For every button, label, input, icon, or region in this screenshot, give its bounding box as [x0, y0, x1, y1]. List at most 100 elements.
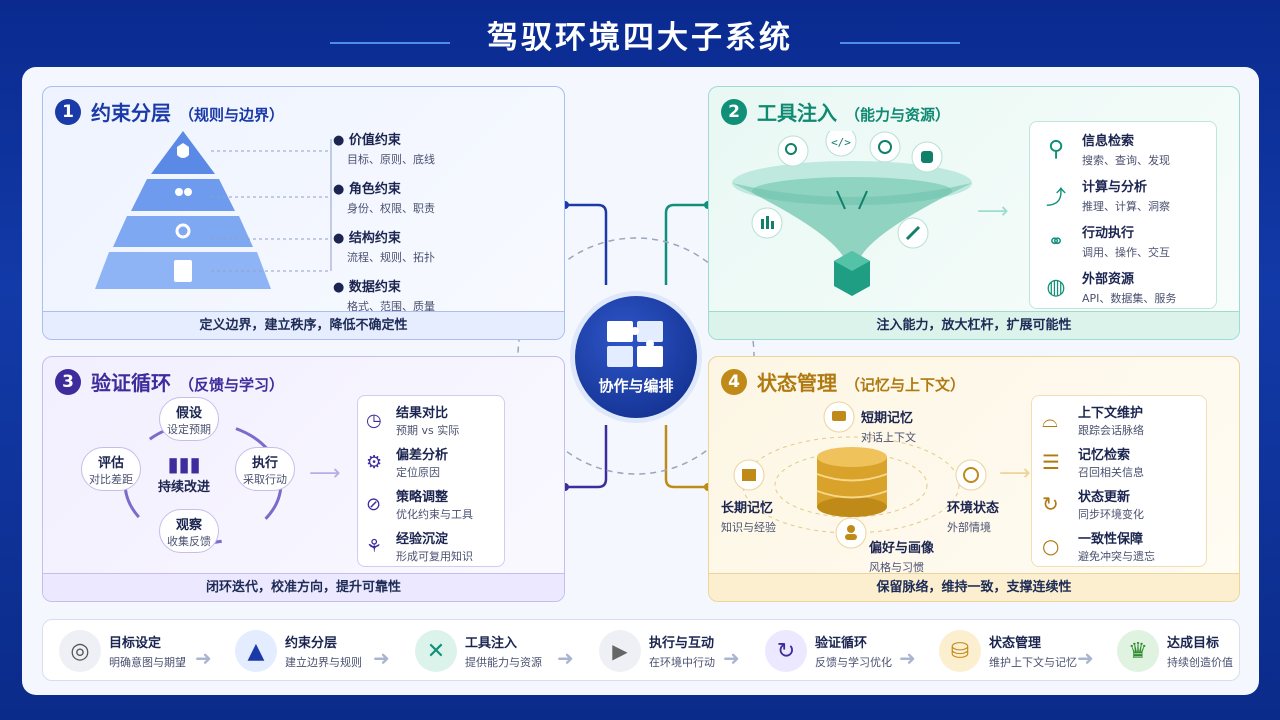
globe-icon [955, 459, 987, 491]
connector-1 [565, 203, 608, 285]
target-icon: ◎ [59, 630, 101, 672]
node-preference[interactable]: 偏好与画像风格与习惯 [869, 541, 935, 574]
list-item[interactable]: ⚙偏差分析定位原因 [366, 448, 449, 479]
list-item[interactable]: ⤴计算与分析推理、计算、洞察 [1040, 176, 1170, 214]
list-icon: ☰ [1042, 450, 1060, 474]
shield-icon [177, 143, 189, 158]
cycle-node-hypothesis[interactable]: 假设设定预期 [159, 397, 219, 441]
context-icon: ⌓ [1042, 408, 1058, 432]
panel-title: 工具注入 [757, 101, 837, 125]
flow-arrow-icon: ➜ [373, 646, 390, 670]
list-item[interactable]: ⊘策略调整优化约束与工具 [366, 490, 473, 521]
circle-icon: ○ [1042, 534, 1060, 558]
flow-arrow-icon: ➜ [195, 646, 212, 670]
arrow-right-icon: ⟶ [999, 461, 1031, 486]
funnel-icon: </> [732, 131, 972, 296]
panel-number: 3 [55, 368, 81, 395]
panel-title: 验证循环 [91, 371, 171, 395]
flow-arrow-icon: ➜ [557, 646, 574, 670]
panel-subtitle: （记忆与上下文） [845, 376, 966, 394]
panel-footer: 保留脉络，维持一致，支撑连续性 [709, 573, 1239, 601]
connector-3 [565, 425, 608, 489]
panel-verification-loop: 3 验证循环 （反馈与学习） ▮▮▮ 持续改进 假设设定预期 执行采取行动 观察收集… [42, 356, 565, 602]
verification-list-card: ◷结果对比预期 vs 实际 ⚙偏差分析定位原因 ⊘策略调整优化约束与工具 ⚘经验… [357, 395, 505, 567]
list-item[interactable]: ↻状态更新同步环境变化 [1042, 490, 1144, 521]
tool-list-card: ⚲信息检索搜索、查询、发现 ⤴计算与分析推理、计算、洞察 ⚭行动执行调用、操作、… [1029, 121, 1217, 309]
constraint-list: ● 价值约束目标、原则、底线 ● 角色约束身份、权限、职责 ● 结构约束流程、规… [333, 129, 435, 314]
panel-constraint-layers: 1 约束分层 （规则与边界） ● 价值约束目标、原则、底线 ● 角色约束身份、权限、… [42, 86, 565, 340]
flow-step-goal[interactable]: ◎目标设定明确意图与期望 [59, 630, 186, 672]
pyramid-dashed-leaders [211, 139, 332, 272]
state-list-card: ⌓上下文维护跟踪会话脉络 ☰记忆检索召回相关信息 ↻状态更新同步环境变化 ○一致… [1031, 395, 1207, 567]
growth-icon: ⚘ [366, 535, 383, 557]
flow-step-state[interactable]: ⛁状态管理维护上下文与记忆 [939, 630, 1077, 672]
flow-arrow-icon: ➜ [723, 646, 740, 670]
refresh-icon: ↻ [1042, 492, 1059, 516]
list-item[interactable]: ⚘经验沉淀形成可复用知识 [366, 532, 473, 563]
node-short-term[interactable]: 短期记忆对话上下文 [861, 411, 916, 444]
list-item[interactable]: ○一致性保障避免冲突与遗忘 [1042, 532, 1155, 563]
panel-number: 4 [721, 368, 747, 395]
panel-subtitle: （反馈与学习） [179, 376, 285, 394]
panel-title: 约束分层 [91, 101, 171, 125]
compass-icon: ⊘ [366, 493, 382, 515]
globe-icon [869, 131, 901, 163]
cycle-node-observe[interactable]: 观察收集反馈 [159, 509, 219, 553]
list-item[interactable]: ⌓上下文维护跟踪会话脉络 [1042, 406, 1144, 437]
center-hub[interactable]: 协作与编排 [570, 291, 702, 423]
flow-step-constraint[interactable]: ▲约束分层建立边界与规则 [235, 630, 362, 672]
list-item[interactable]: ⚭行动执行调用、操作、交互 [1040, 222, 1170, 260]
panel-footer: 注入能力，放大杠杆，扩展可能性 [709, 311, 1239, 339]
connector-2 [664, 203, 708, 285]
flow-step-verify[interactable]: ↻验证循环反馈与学习优化 [765, 630, 892, 672]
panel-number: 1 [55, 98, 81, 125]
node-long-term[interactable]: 长期记忆知识与经验 [721, 501, 776, 534]
panel-subtitle: （规则与边界） [179, 106, 285, 124]
list-item[interactable]: ⚲信息检索搜索、查询、发现 [1040, 130, 1170, 168]
gear-icon: ⚙ [366, 451, 383, 473]
list-item[interactable]: ● 数据约束格式、范围、质量 [333, 280, 435, 313]
process-flow-bar: ◎目标设定明确意图与期望 ➜ ▲约束分层建立边界与规则 ➜ ✕工具注入提供能力与… [42, 619, 1240, 681]
flow-step-achieve[interactable]: ♛达成目标持续创造价值 [1117, 630, 1233, 672]
globe-icon: ◍ [1046, 274, 1066, 300]
page-title: 驾驭环境四大子系统 [487, 20, 793, 56]
database-icon: ⛁ [939, 630, 981, 672]
pyramid-icon: ▲ [235, 630, 277, 672]
gear-icon [175, 223, 191, 239]
database-icon [816, 447, 888, 517]
list-item[interactable]: ● 角色约束身份、权限、职责 [333, 182, 435, 215]
arrow-right-icon: ⟶ [977, 199, 1009, 224]
tools-icon: ✕ [415, 630, 457, 672]
cycle-center: ▮▮▮ 持续改进 [157, 451, 210, 495]
list-item[interactable]: ◷结果对比预期 vs 实际 [366, 406, 460, 437]
center-hub-label: 协作与编排 [598, 376, 674, 395]
trophy-icon: ♛ [1117, 630, 1159, 672]
panel-number: 2 [721, 98, 747, 125]
analytics-icon: ⤴ [1046, 184, 1066, 209]
arrow-right-icon: ⟶ [309, 461, 341, 486]
flow-arrow-icon: ➜ [899, 646, 916, 670]
svg-text:</>: </> [831, 136, 851, 149]
code-icon [825, 131, 857, 157]
cycle-node-evaluate[interactable]: 评估对比差距 [81, 447, 141, 491]
bar-chart-icon: ▮▮▮ [167, 451, 201, 476]
flow-step-tool[interactable]: ✕工具注入提供能力与资源 [415, 630, 542, 672]
search-icon: ⚲ [1047, 136, 1065, 162]
list-item[interactable]: ☰记忆检索召回相关信息 [1042, 448, 1144, 479]
node-environment[interactable]: 环境状态外部情境 [947, 501, 1000, 534]
document-icon [174, 260, 192, 282]
title-decoration-right [840, 42, 960, 44]
flow-step-execute[interactable]: ▶执行与互动在环境中行动 [599, 630, 715, 672]
cycle-node-execute[interactable]: 执行采取行动 [235, 447, 295, 491]
search-icon [777, 135, 809, 167]
panel-footer: 定义边界，建立秩序，降低不确定性 [43, 311, 564, 339]
list-item[interactable]: ● 价值约束目标、原则、底线 [333, 133, 435, 166]
pyramid-icon [95, 131, 271, 289]
users-icon [175, 188, 183, 196]
play-icon: ▶ [599, 630, 641, 672]
network-icon: ⚭ [1047, 229, 1065, 253]
list-item[interactable]: ● 结构约束流程、规则、拓扑 [333, 231, 435, 264]
